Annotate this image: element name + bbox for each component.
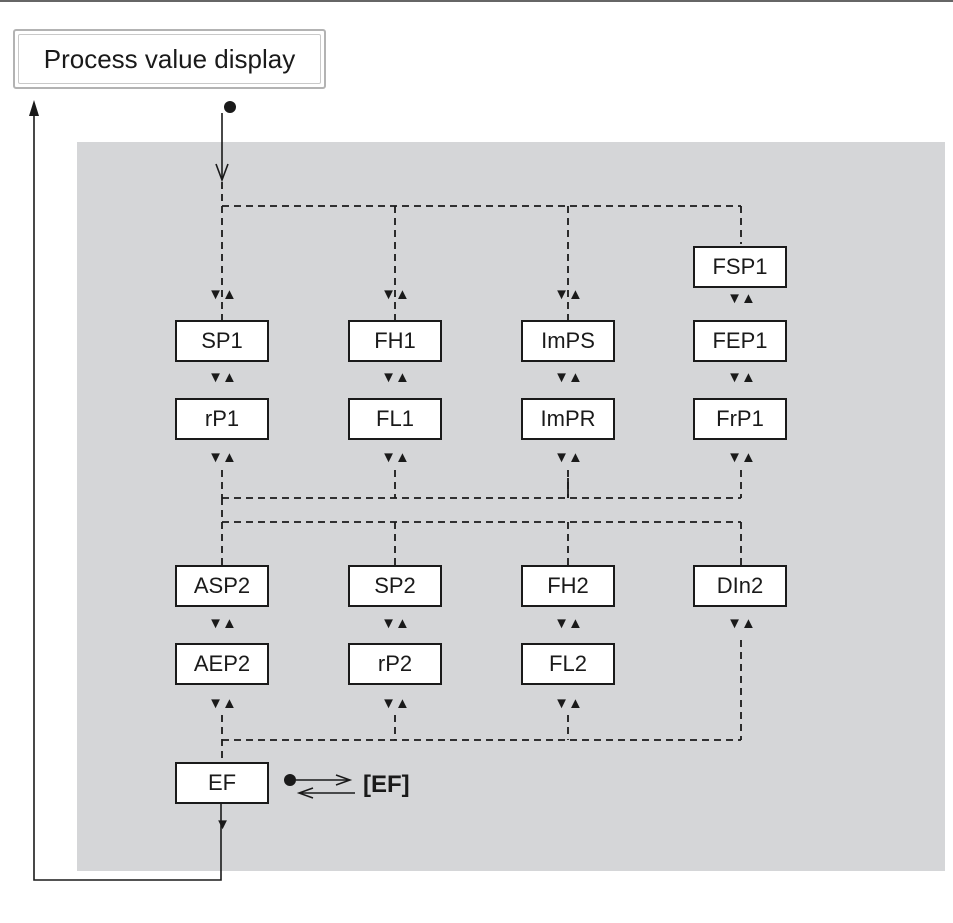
nav-arrows-icon: ▼▲ [727, 614, 756, 632]
param-din2[interactable]: DIn2 [693, 565, 787, 607]
nav-arrows-icon: ▼▲ [381, 368, 410, 386]
entry-arrowhead [215, 163, 229, 183]
param-sp2-label: SP2 [374, 573, 416, 598]
param-frp1-label: FrP1 [716, 406, 764, 431]
param-rp2[interactable]: rP2 [348, 643, 442, 685]
nav-arrows-icon: ▼▲ [208, 694, 237, 712]
pv-box-inner-border [18, 34, 321, 84]
param-fl2-label: FL2 [549, 651, 587, 676]
param-rp1[interactable]: rP1 [175, 398, 269, 440]
nav-arrows-icon: ▼▲ [554, 694, 583, 712]
param-sp1[interactable]: SP1 [175, 320, 269, 362]
param-rp1-label: rP1 [204, 406, 240, 431]
param-asp2-label: ASP2 [193, 573, 251, 598]
param-ef-label: EF [207, 770, 237, 795]
process-value-display-box[interactable]: Process value display [13, 29, 326, 89]
nav-arrows-icon: ▼▲ [554, 448, 583, 466]
nav-arrows-icon: ▼▲ [381, 614, 410, 632]
nav-arrows-icon: ▼▲ [381, 285, 410, 303]
top-rule [0, 0, 953, 2]
nav-down-icon: ▼ [215, 815, 230, 833]
return-line [33, 110, 222, 881]
param-fh2[interactable]: FH2 [521, 565, 615, 607]
nav-arrows-icon: ▼▲ [554, 368, 583, 386]
param-aep2-label: AEP2 [193, 651, 251, 676]
ef-submenu-label[interactable]: [EF] [363, 771, 410, 798]
param-imps-label: ImPS [541, 328, 595, 353]
menu-panel [77, 142, 945, 871]
param-fep1[interactable]: FEP1 [693, 320, 787, 362]
param-fsp1[interactable]: FSP1 [693, 246, 787, 288]
nav-arrows-icon: ▼▲ [554, 614, 583, 632]
nav-arrows-icon: ▼▲ [208, 614, 237, 632]
ef-dot [284, 774, 296, 786]
nav-arrows-icon: ▼▲ [208, 285, 237, 303]
param-fl1[interactable]: FL1 [348, 398, 442, 440]
param-rp2-label: rP2 [377, 651, 413, 676]
ef-out-arrowhead [335, 774, 353, 786]
nav-arrows-icon: ▼▲ [554, 285, 583, 303]
param-asp2[interactable]: ASP2 [175, 565, 269, 607]
param-impr[interactable]: ImPR [521, 398, 615, 440]
nav-arrows-icon: ▼▲ [208, 448, 237, 466]
param-ef[interactable]: EF [175, 762, 269, 804]
nav-arrows-icon: ▼▲ [727, 368, 756, 386]
nav-arrows-icon: ▼▲ [381, 694, 410, 712]
process-value-display-label: Process value display [43, 43, 296, 74]
param-fh1-label: FH1 [374, 328, 416, 353]
return-arrowhead [29, 100, 39, 116]
param-aep2[interactable]: AEP2 [175, 643, 269, 685]
param-fl1-label: FL1 [376, 406, 414, 431]
param-fh2-label: FH2 [547, 573, 589, 598]
param-din2-label: DIn2 [716, 573, 764, 598]
nav-arrows-icon: ▼▲ [208, 368, 237, 386]
param-imps[interactable]: ImPS [521, 320, 615, 362]
param-impr-label: ImPR [540, 406, 596, 431]
entry-dot [224, 101, 236, 113]
nav-arrows-icon: ▼▲ [381, 448, 410, 466]
param-frp1[interactable]: FrP1 [693, 398, 787, 440]
param-sp2[interactable]: SP2 [348, 565, 442, 607]
nav-arrows-icon: ▼▲ [727, 448, 756, 466]
param-fl2[interactable]: FL2 [521, 643, 615, 685]
ef-in-arrowhead [296, 787, 314, 799]
param-fsp1-label: FSP1 [712, 254, 768, 279]
nav-arrows-icon: ▼▲ [727, 289, 756, 307]
param-fh1[interactable]: FH1 [348, 320, 442, 362]
param-sp1-label: SP1 [201, 328, 243, 353]
param-fep1-label: FEP1 [712, 328, 768, 353]
